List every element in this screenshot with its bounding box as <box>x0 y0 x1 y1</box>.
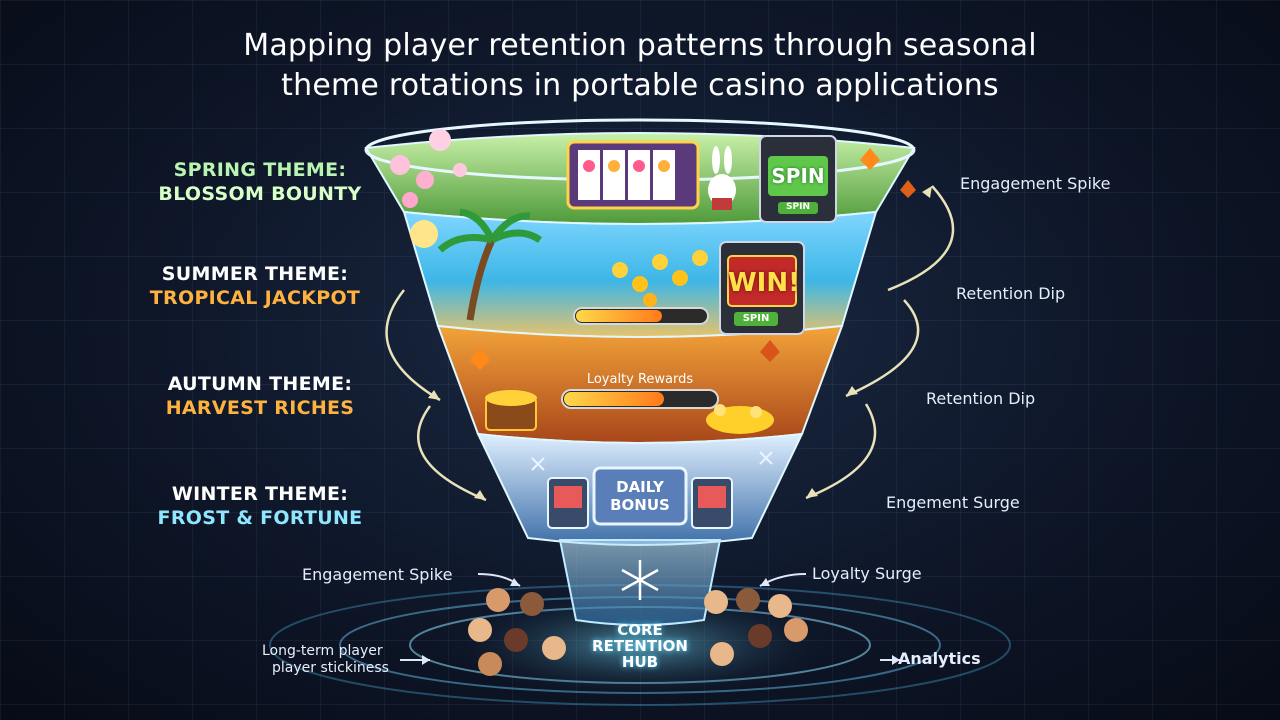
spin-text-small: SPIN <box>786 202 810 212</box>
win-text: WIN! <box>728 268 800 298</box>
spin-text-summer: SPIN <box>742 313 770 324</box>
summer-theme-name: Tropical Jackpot <box>149 287 361 309</box>
arrow-summer-to-autumn <box>385 289 441 402</box>
autumn-leaves <box>470 148 916 370</box>
left-cycle-arrows <box>385 289 487 502</box>
player-avatars-left <box>468 588 566 676</box>
daily-bonus-sign <box>592 466 688 526</box>
winter-theme-name: Frost & Fortune <box>157 507 363 529</box>
spin-text-big: SPIN <box>771 164 825 188</box>
cherry-blossom-decoration <box>390 129 467 208</box>
winter-theme-title: Winter Theme: <box>171 483 349 505</box>
right-arrowheads <box>806 186 932 498</box>
bunny-mascot <box>708 146 736 210</box>
gold-coins <box>612 250 708 307</box>
hub-line-1: CORE <box>617 621 663 639</box>
palm-tree <box>437 208 543 321</box>
summer-theme-label: Summer Theme: Tropical Jackpot <box>140 262 370 310</box>
summer-progress-fill <box>576 310 662 322</box>
label-player-stickiness: player stickiness <box>272 660 389 676</box>
slot-machine-spring <box>566 140 700 210</box>
cornucopia-coins <box>706 404 774 434</box>
right-cycle-arrows <box>805 185 955 500</box>
winter-theme-label: Winter Theme: Frost & Fortune <box>150 482 370 530</box>
label-retention-dip-2: Retention Dip <box>926 389 1036 408</box>
arrow-up-to-spring <box>887 185 955 292</box>
spring-theme-title: Spring Theme: <box>173 159 347 181</box>
spring-theme-name: Blossom Bounty <box>158 183 362 205</box>
left-arrowheads <box>428 390 486 500</box>
hub-line-3: HUB <box>621 653 659 671</box>
loyalty-progress-fill <box>564 392 664 406</box>
label-engement-surge: Engement Surge <box>886 493 1020 512</box>
daily-bonus-line-2: BONUS <box>610 496 670 514</box>
sun-icon <box>410 220 438 248</box>
summer-theme-title: Summer Theme: <box>161 263 349 285</box>
autumn-theme-label: Autumn Theme: Harvest Riches <box>150 372 370 420</box>
loyalty-rewards-text: Loyalty Rewards <box>586 372 694 387</box>
title-line-1: Mapping player retention patterns throug… <box>243 28 1037 63</box>
label-engagement-spike: Engagement Spike <box>960 174 1111 193</box>
snowflake-icon <box>531 451 773 471</box>
win-machine <box>719 241 805 335</box>
label-long-term-player: Long-term player <box>262 643 383 659</box>
arrow-retention-dip-2 <box>805 403 877 500</box>
autumn-theme-title: Autumn Theme: <box>167 373 353 395</box>
bottom-arrowheads <box>422 578 900 665</box>
daily-bonus-line-1: DAILY <box>616 478 664 496</box>
spring-theme-label: Spring Theme: Blossom Bounty <box>150 158 370 206</box>
spin-machine <box>759 135 837 223</box>
winter-slot-right <box>691 477 733 529</box>
label-retention-dip-1: Retention Dip <box>956 284 1066 303</box>
autumn-theme-name: Harvest Riches <box>165 397 355 419</box>
player-avatars-right <box>704 588 808 666</box>
page-title: Mapping player retention patterns throug… <box>0 26 1280 106</box>
arrow-autumn-to-winter <box>417 405 487 502</box>
hub-line-2: RETENTION <box>592 637 688 655</box>
label-loyalty-surge: Loyalty Surge <box>812 564 922 583</box>
core-retention-hub: CORE RETENTION HUB <box>560 622 720 670</box>
label-analytics: Analytics <box>898 649 981 668</box>
treasure-chest <box>485 390 537 431</box>
winter-slot-left <box>547 477 589 529</box>
arrow-retention-dip-1 <box>845 299 920 398</box>
title-line-2: theme rotations in portable casino appli… <box>281 68 999 103</box>
label-bottom-engagement-spike: Engagemеnt Spike <box>302 565 453 584</box>
stem-snowflake-icon <box>621 560 659 600</box>
